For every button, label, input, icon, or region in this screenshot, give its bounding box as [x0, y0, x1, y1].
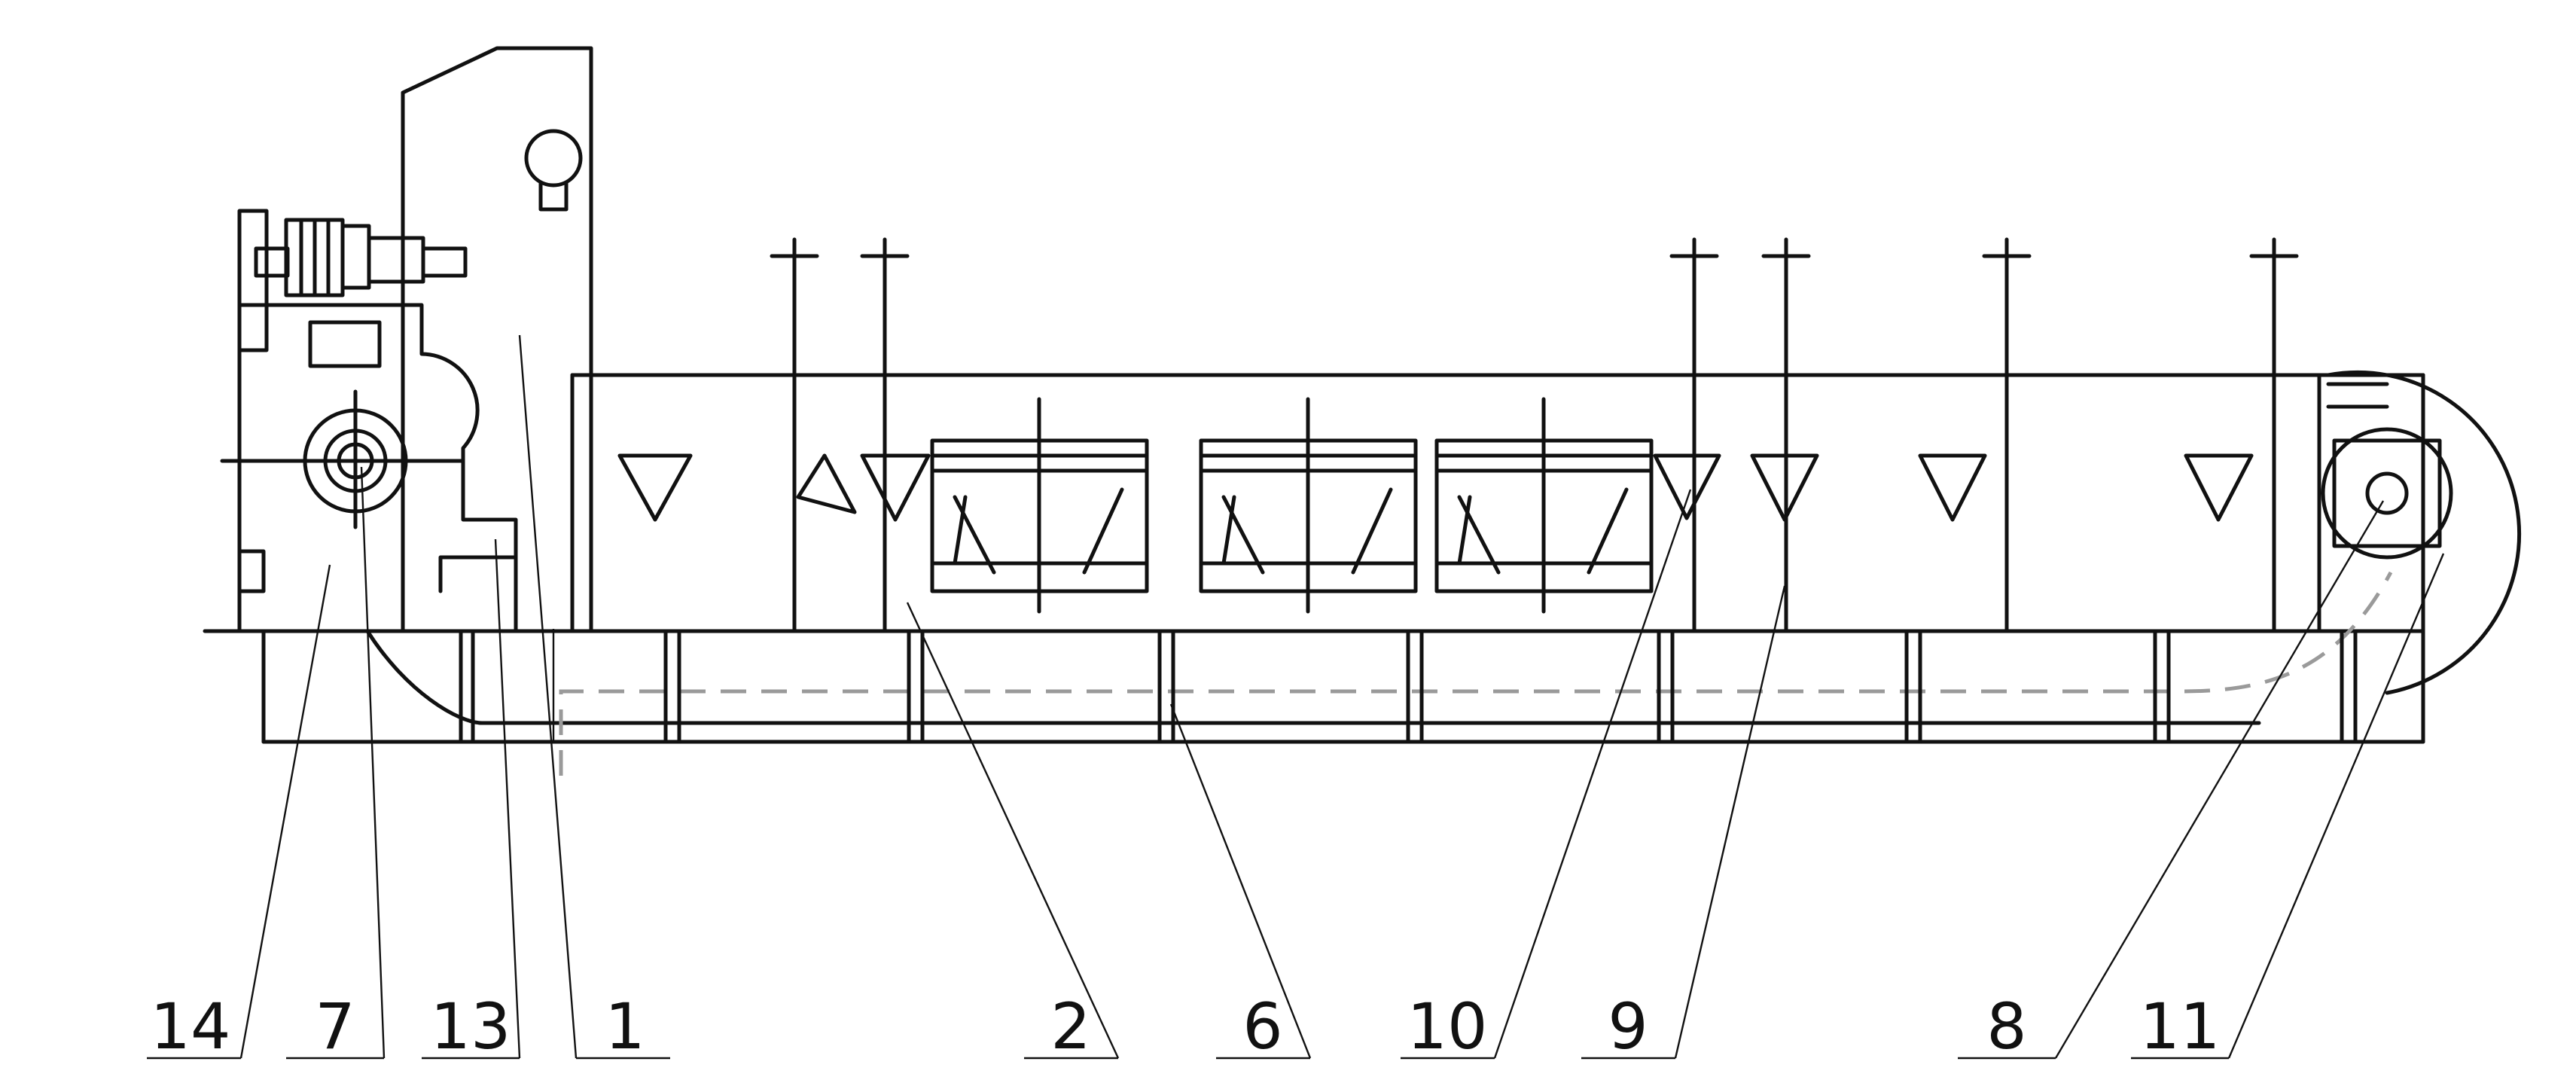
callout-13: 13	[422, 990, 520, 1063]
callout-1: 1	[576, 990, 670, 1063]
callout-label-7: 7	[315, 990, 355, 1063]
feeder-box-1	[930, 397, 1149, 614]
callout-6: 6	[1216, 990, 1310, 1063]
callout-label-11: 11	[2140, 990, 2221, 1063]
callout-label-9: 9	[1608, 990, 1648, 1063]
callout-11: 11	[2131, 990, 2229, 1063]
callout-label-6: 6	[1242, 990, 1282, 1063]
suspension-rods	[770, 237, 2299, 633]
callout-label-10: 10	[1407, 990, 1488, 1063]
leader-lines	[239, 334, 2445, 1059]
callout-9: 9	[1581, 990, 1675, 1063]
callout-14: 14	[147, 990, 241, 1063]
callout-7: 7	[286, 990, 384, 1063]
feeder-box-2	[1199, 397, 1418, 614]
trough-body	[203, 373, 2425, 776]
callout-label-14: 14	[151, 990, 231, 1063]
callout-2: 2	[1024, 990, 1118, 1063]
callout-label-13: 13	[431, 990, 511, 1063]
callout-label-2: 2	[1050, 990, 1090, 1063]
callout-label-8: 8	[1986, 990, 2026, 1063]
callout-8: 8	[1958, 990, 2056, 1063]
triangle-marks	[617, 453, 2254, 522]
frame-posts	[459, 629, 2358, 744]
tail-pulley	[2317, 370, 2522, 695]
drive-unit	[220, 209, 518, 633]
callout-10: 10	[1401, 990, 1495, 1063]
side-frame	[401, 46, 593, 633]
feeder-box-3	[1434, 397, 1654, 614]
callout-label-1: 1	[605, 990, 645, 1063]
